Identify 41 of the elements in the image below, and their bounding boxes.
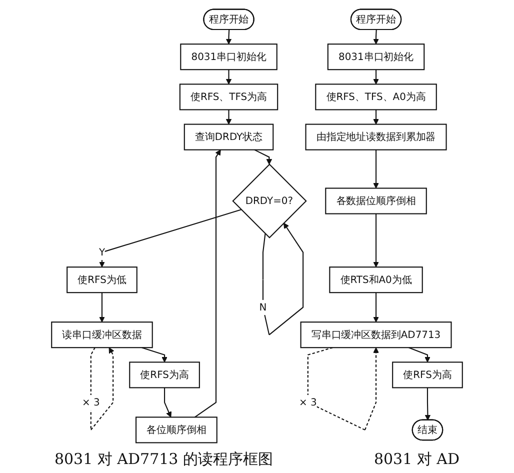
arrow bbox=[164, 388, 172, 418]
arrow bbox=[226, 70, 232, 84]
node-box: 查询DRDY状态 bbox=[184, 124, 274, 150]
arrow bbox=[307, 347, 379, 430]
node-box: 8031串口初始化 bbox=[180, 44, 278, 70]
node-box: 由指定地址读数据到累加器 bbox=[305, 124, 447, 150]
figure-caption: 8031 对 AD bbox=[374, 450, 460, 469]
arrow bbox=[226, 110, 232, 125]
arrow bbox=[373, 70, 379, 84]
arrow bbox=[254, 149, 272, 165]
arrow bbox=[226, 30, 232, 44]
node-box: 使RFS为高 bbox=[129, 362, 200, 388]
arrow bbox=[262, 222, 304, 336]
node-box: 读串口缓冲区数据 bbox=[51, 322, 153, 348]
arrow bbox=[373, 292, 379, 322]
arrow bbox=[90, 347, 114, 430]
edge-label: N bbox=[259, 301, 267, 314]
arrow bbox=[194, 150, 221, 418]
node-box: 使RFS为高 bbox=[392, 362, 463, 388]
node-box: 8031串口初始化 bbox=[327, 44, 425, 70]
arrow bbox=[424, 388, 431, 420]
node-box: 使RFS为低 bbox=[66, 266, 138, 294]
edge-label: × 3 bbox=[299, 396, 317, 408]
node-diamond: DRDY=0? bbox=[232, 164, 307, 238]
arrow bbox=[99, 292, 105, 322]
arrow bbox=[373, 214, 379, 268]
arrow bbox=[142, 347, 168, 362]
node-box: 各数据位顺序倒相 bbox=[325, 188, 427, 214]
edge-label: Y bbox=[98, 246, 106, 258]
node-box: 使RFS、TFS、A0为高 bbox=[315, 84, 437, 110]
arrow bbox=[373, 110, 379, 125]
arrow bbox=[408, 347, 430, 362]
node-box: 使RFS、TFS为高 bbox=[179, 84, 278, 110]
node-box: 写串口缓冲区数据到AD7713 bbox=[300, 322, 452, 348]
arrow bbox=[99, 209, 242, 268]
edge-label: × 3 bbox=[82, 396, 100, 408]
node-box: 各位顺序倒相 bbox=[136, 416, 218, 444]
arrow bbox=[373, 30, 379, 44]
node-box: 使RTS和A0为低 bbox=[329, 266, 423, 294]
figure-caption: 8031 对 AD7713 的读程序框图 bbox=[54, 450, 273, 469]
arrow bbox=[373, 150, 379, 188]
